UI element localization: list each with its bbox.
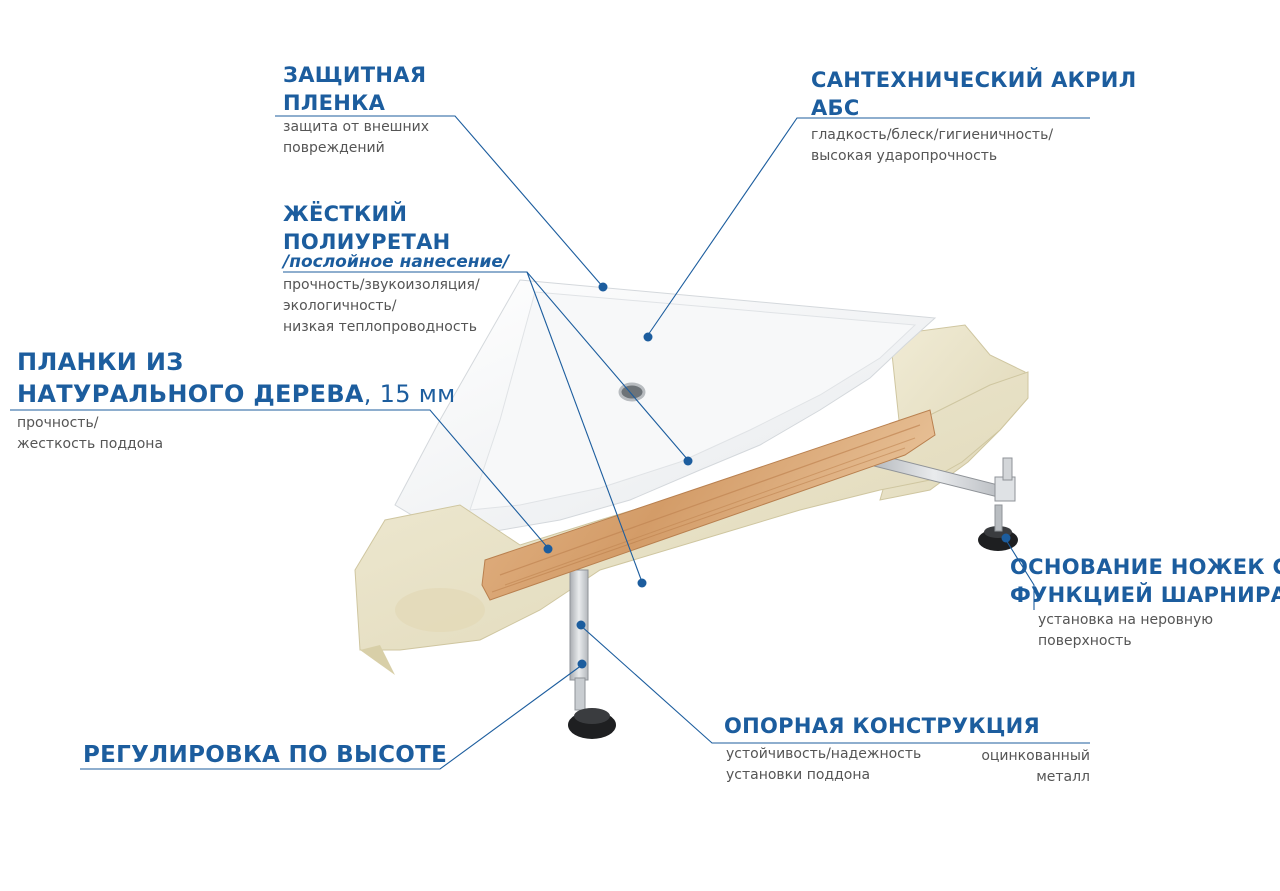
callout-marker-hinge-feet — [1001, 533, 1011, 543]
wood-slats-title-line2: НАТУРАЛЬНОГО ДЕРЕВА — [17, 380, 364, 408]
polyurethane-title: ЖЁСТКИЙ ПОЛИУРЕТАН — [283, 200, 451, 256]
hinge-feet-desc-line1: установка на неровную — [1038, 612, 1214, 628]
protective-film-title: ЗАЩИТНАЯ ПЛЕНКА — [283, 61, 426, 117]
drain-hole — [618, 382, 646, 402]
support-frame-description: устойчивость/надежность установки поддон… — [726, 744, 921, 786]
protective-film-title-line1: ЗАЩИТНАЯ — [283, 63, 427, 87]
callout-marker-polyurethane-1 — [683, 456, 693, 466]
protective-film-desc-line1: защита от внешних — [283, 119, 430, 135]
callout-line-height-adjust — [80, 664, 583, 770]
adjustable-feet — [568, 504, 1018, 739]
hinge-feet-desc-line2: поверхность — [1038, 633, 1132, 649]
hinge-feet-description: установка на неровную поверхность — [1038, 610, 1213, 652]
wood-slats-description: прочность/ жесткость поддона — [17, 413, 163, 455]
callout-marker-height-adjust — [577, 659, 587, 669]
callout-marker-wood-slats — [543, 544, 553, 554]
acrylic-title-line2: АБС — [811, 96, 860, 120]
protective-film-description: защита от внешних повреждений — [283, 117, 429, 159]
acrylic-desc-line1: гладкость/блеск/гигиеничность/ — [811, 127, 1054, 143]
callout-line-wood-slats — [10, 409, 549, 549]
height-adjust-title: РЕГУЛИРОВКА ПО ВЫСОТЕ — [83, 742, 448, 768]
callout-line-acrylic — [647, 117, 1090, 336]
hinge-feet-title-line1: ОСНОВАНИЕ НОЖЕК С — [1010, 555, 1280, 579]
hinge-feet-title-line2: ФУНКЦИЕЙ ШАРНИРА — [1010, 583, 1280, 607]
support-frame-metal-line1: оцинкованный — [981, 748, 1090, 764]
polyurethane-subtitle: /послойное нанесение/ — [283, 252, 510, 272]
acrylic-shell — [394, 279, 937, 533]
callout-line-protective-film — [275, 115, 604, 288]
support-frame-material: оцинкованный металл — [940, 746, 1090, 788]
wood-slats-title: ПЛАНКИ ИЗ НАТУРАЛЬНОГО ДЕРЕВА, 15 мм — [17, 346, 456, 410]
support-frame-title: ОПОРНАЯ КОНСТРУКЦИЯ — [724, 714, 1040, 738]
polyurethane-desc-line2: экологичность/ — [283, 298, 397, 314]
callout-markers — [543, 282, 1011, 669]
callout-marker-support-frame — [576, 620, 586, 630]
acrylic-desc-line2: высокая ударопрочность — [811, 148, 998, 164]
polyurethane-title-line1: ЖЁСТКИЙ — [283, 202, 408, 226]
acrylic-title: САНТЕХНИЧЕСКИЙ АКРИЛ АБС — [811, 66, 1136, 122]
polyurethane-desc-line3: низкая теплопроводность — [283, 319, 477, 335]
wood-slats-title-suffix: , 15 мм — [363, 380, 456, 408]
hinge-feet-title: ОСНОВАНИЕ НОЖЕК С ФУНКЦИЕЙ ШАРНИРА — [1010, 553, 1280, 609]
wood-slats-title-line1: ПЛАНКИ ИЗ — [17, 348, 184, 376]
polyurethane-desc-line1: прочность/звукоизоляция/ — [283, 277, 480, 293]
protective-film-desc-line2: повреждений — [283, 140, 385, 156]
wood-slats-desc-line2: жесткость поддона — [17, 436, 164, 452]
wood-slats-desc-line1: прочность/ — [17, 415, 99, 431]
support-frame-desc-line2: установки поддона — [726, 767, 871, 783]
callout-marker-protective-film — [598, 282, 608, 292]
callout-marker-polyurethane-2 — [637, 578, 647, 588]
callout-line-support-frame — [579, 624, 1090, 744]
polyurethane-title-line2: ПОЛИУРЕТАН — [283, 230, 451, 254]
callout-line-hinge-feet — [1005, 539, 1035, 610]
polyurethane-description: прочность/звукоизоляция/ экологичность/ … — [283, 275, 480, 338]
acrylic-title-line1: САНТЕХНИЧЕСКИЙ АКРИЛ — [811, 68, 1137, 92]
callout-line-polyurethane-2 — [526, 271, 643, 583]
acrylic-description: гладкость/блеск/гигиеничность/ высокая у… — [811, 125, 1053, 167]
wood-slats-title-line2-wrap: НАТУРАЛЬНОГО ДЕРЕВА, 15 мм — [17, 378, 456, 410]
callout-marker-acrylic — [643, 332, 653, 342]
wood-slat — [481, 409, 936, 601]
protective-film-title-line2: ПЛЕНКА — [283, 91, 386, 115]
callout-lines — [10, 115, 1090, 770]
support-frame-desc-line1: устойчивость/надежность — [726, 746, 922, 762]
support-frame-metal-line2: металл — [1036, 769, 1090, 785]
